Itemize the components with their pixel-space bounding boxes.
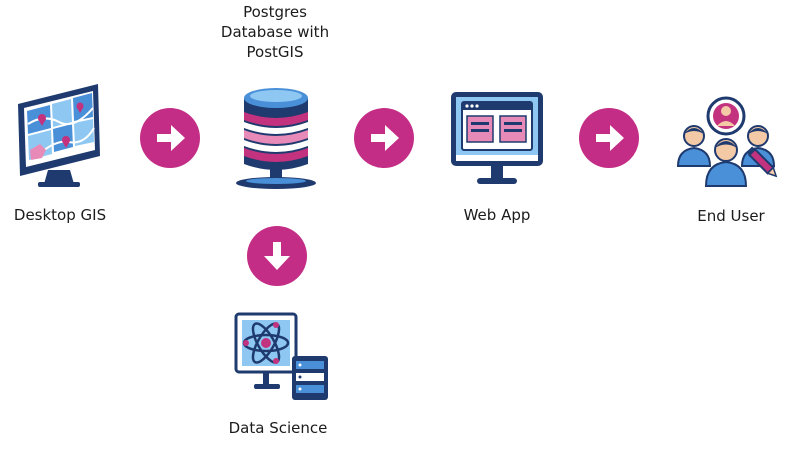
arrow-right-2 <box>354 108 414 168</box>
database-node <box>234 84 318 192</box>
desktop-gis-node <box>14 84 104 188</box>
database-label-line-3: PostGIS <box>246 43 304 61</box>
atom-server-icon <box>234 312 328 400</box>
arrow-down-icon <box>247 226 307 286</box>
arrow-right-1 <box>140 108 200 168</box>
users-group-icon <box>676 96 778 187</box>
end-user-label: End User <box>697 207 765 225</box>
end-user-node <box>676 96 786 190</box>
database-label-line-2: Database with <box>220 23 330 41</box>
web-app-label: Web App <box>463 206 531 224</box>
arrow-right-icon <box>354 108 414 168</box>
arrow-right-icon <box>140 108 200 168</box>
arrow-right-3 <box>579 108 639 168</box>
database-label: Postgres Database with PostGIS <box>200 2 350 62</box>
arrow-right-icon <box>579 108 639 168</box>
data-science-node <box>234 312 330 402</box>
arrow-down <box>247 226 307 286</box>
monitor-webpage-icon <box>451 92 543 184</box>
data-science-label: Data Science <box>228 419 328 437</box>
desktop-gis-label: Desktop GIS <box>13 206 107 224</box>
database-icon <box>236 88 316 189</box>
web-app-node <box>451 92 543 188</box>
database-label-line-1: Postgres <box>243 3 307 21</box>
computer-map-icon <box>18 84 100 187</box>
